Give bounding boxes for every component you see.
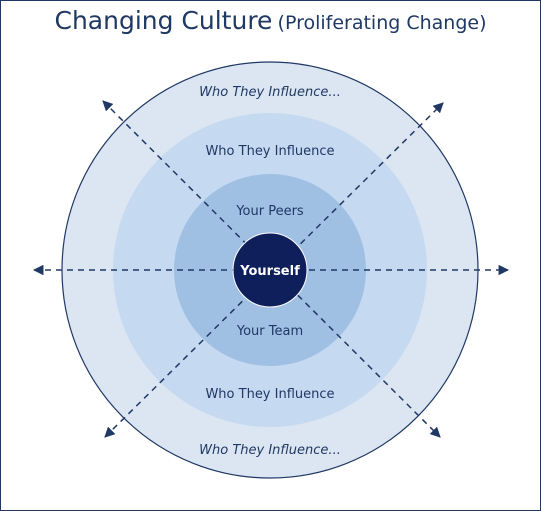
outer-ring-label-top: Who They Influence...: [199, 85, 341, 100]
arrow-diagonal-up: [104, 102, 444, 438]
middle-ring-label-bottom: Who They Influence: [205, 387, 334, 402]
inner-ring-label-top: Your Peers: [235, 204, 304, 219]
diagram-title: Changing Culture (Proliferating Change): [0, 6, 541, 35]
middle-ring-label-top: Who They Influence: [205, 144, 334, 159]
center-circle: [232, 232, 308, 308]
inner-ring-label-bottom: Your Team: [236, 324, 303, 339]
title-main: Changing Culture: [54, 6, 273, 35]
center-label: Yourself: [239, 264, 300, 279]
outer-ring-label-bottom: Who They Influence...: [199, 443, 341, 458]
title-subtitle: (Proliferating Change): [277, 12, 487, 34]
